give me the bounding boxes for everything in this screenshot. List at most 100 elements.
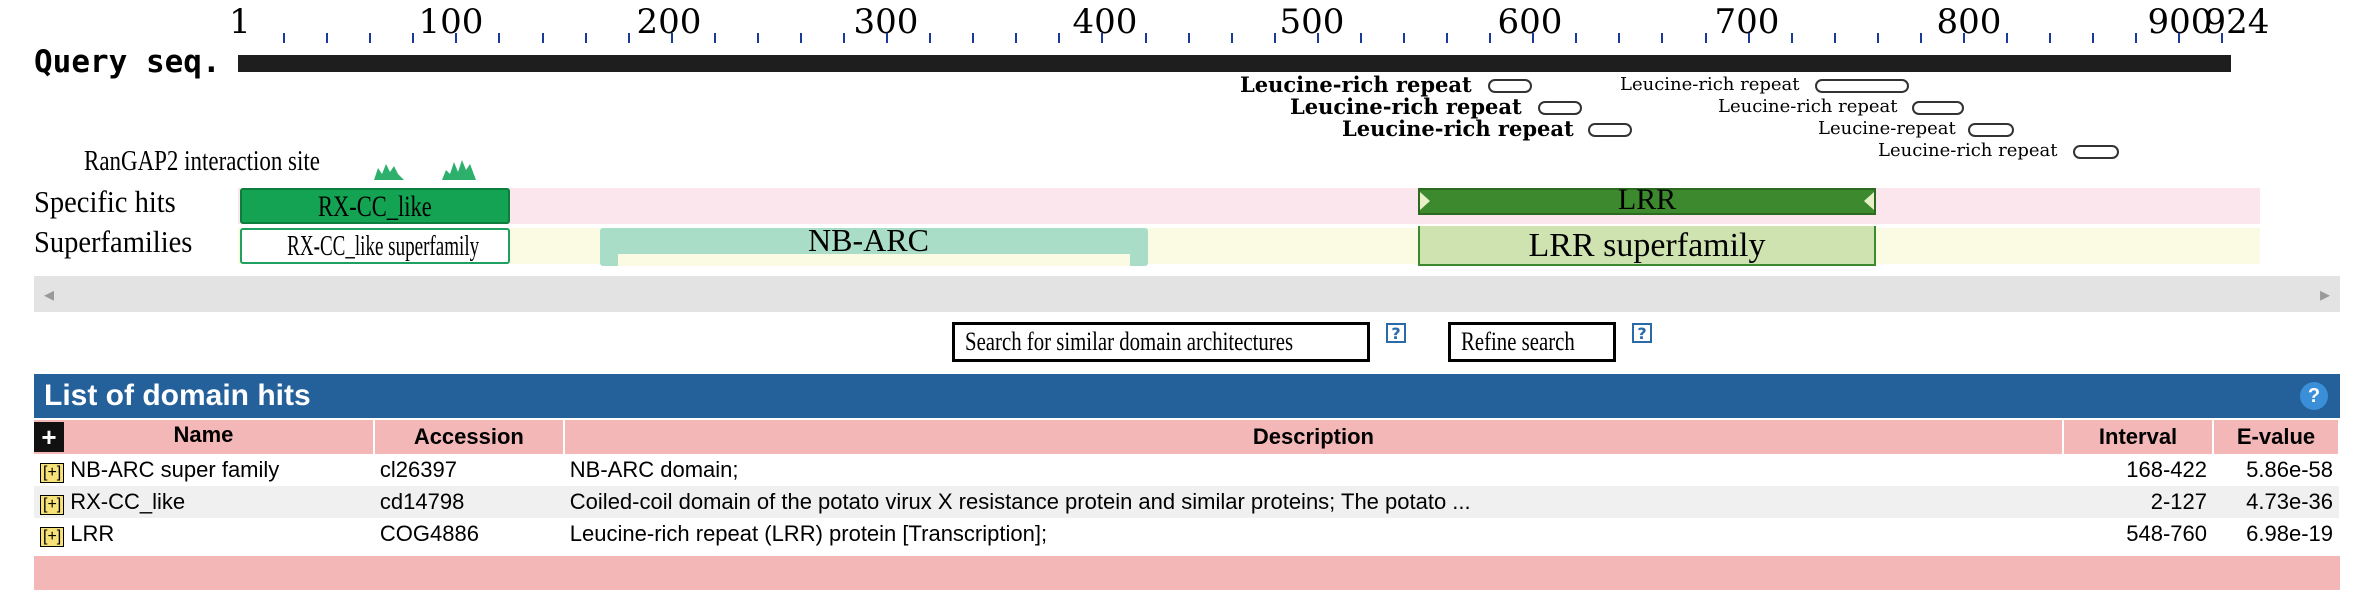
col-description[interactable]: Description — [563, 420, 2065, 454]
domain-hits-table: + Name Accession Description Interval E-… — [34, 420, 2340, 550]
hit-evalue: 6.98e-19 — [2246, 521, 2333, 546]
ruler-tick-mark — [1747, 33, 1750, 43]
expand-all-icon[interactable]: + — [34, 422, 64, 452]
ruler-tick-mark — [541, 33, 544, 43]
lrr-repeat-arrow-2[interactable] — [1538, 101, 1582, 115]
superfamilies-track — [238, 228, 2260, 264]
hit-accession-link[interactable]: cd14798 — [373, 486, 564, 518]
lrr-repeat-label-7: Leucine-rich repeat — [1878, 140, 2058, 161]
lrr-repeat-label-2: Leucine-rich repeat — [1290, 94, 1522, 119]
panel-title: List of domain hits — [44, 379, 311, 412]
table-row: [+]RX-CC_like cd14798 Coiled-coil domain… — [34, 486, 2339, 518]
table-footer — [34, 556, 2340, 590]
table-header-row: + Name Accession Description Interval E-… — [34, 420, 2340, 454]
rx-cc-like-domain[interactable]: RX-CC_like — [240, 188, 510, 224]
ruler-tick-mark — [412, 33, 415, 43]
lrr-repeat-label-5: Leucine-rich repeat — [1718, 96, 1898, 117]
hit-description: Leucine-rich repeat (LRR) protein [Trans… — [569, 521, 1048, 546]
ruler-tick-mark — [2049, 33, 2052, 43]
col-evalue[interactable]: E-value — [2213, 420, 2340, 454]
help-icon[interactable]: ? — [1632, 323, 1652, 343]
ruler-tick-mark — [1446, 33, 1449, 43]
lrr-domain[interactable]: LRR — [1418, 185, 1876, 215]
ruler-tick-mark — [799, 33, 802, 43]
ruler-tick-mark — [2092, 33, 2095, 43]
table-row: [+]NB-ARC super family cl26397 NB-ARC do… — [34, 454, 2339, 486]
ruler-tick-mark — [1402, 33, 1405, 43]
nb-arc-superfamily[interactable]: NB-ARC — [600, 222, 1148, 266]
ruler-tick-mark — [1230, 33, 1233, 43]
table-row: [+]LRR COG4886 Leucine-rich repeat (LRR)… — [34, 518, 2339, 550]
lrr-repeat-arrow-4[interactable] — [1815, 79, 1909, 93]
hit-accession-link[interactable]: COG4886 — [379, 521, 479, 546]
ruler-tick-mark — [584, 33, 587, 43]
lrr-repeat-arrow-5[interactable] — [1912, 101, 1964, 115]
ruler-tick-mark — [1273, 33, 1276, 43]
ruler-tick-mark — [843, 33, 846, 43]
ruler-tick-mark — [498, 33, 501, 43]
lrr-superfamily[interactable]: LRR superfamily — [1418, 226, 1876, 266]
ruler-tick-300: 300 — [853, 2, 919, 42]
refine-search-button[interactable]: Refine search — [1448, 322, 1616, 362]
lrr-repeat-label-4: Leucine-rich repeat — [1620, 74, 1800, 95]
ruler-tick-mark — [1015, 33, 1018, 43]
ruler-tick-700: 700 — [1714, 2, 1780, 42]
ruler-tick-mark — [1790, 33, 1793, 43]
hit-description: Coiled-coil domain of the potato virux X… — [563, 486, 2064, 518]
ruler-tick-mark — [886, 33, 889, 43]
lrr-domain-ends — [1420, 192, 1874, 210]
ruler-tick-mark — [1532, 33, 1535, 43]
ruler-tick-mark — [1101, 33, 1104, 43]
ruler-tick-mark — [2221, 33, 2224, 43]
ruler-tick-mark — [670, 33, 673, 43]
hit-interval: 548-760 — [2126, 521, 2207, 546]
ruler-tick-mark — [1919, 33, 1922, 43]
hit-accession-link[interactable]: cl26397 — [379, 457, 457, 482]
ruler-tick-mark — [1962, 33, 1965, 43]
ruler-tick-mark — [369, 33, 372, 43]
lrr-repeat-label-3: Leucine-rich repeat — [1342, 116, 1574, 141]
expand-row-icon[interactable]: [+] — [40, 463, 65, 483]
specific-hits-label: Specific hits — [34, 184, 176, 219]
ruler-tick-mark — [1704, 33, 1707, 43]
rangap2-site-marks[interactable] — [372, 152, 492, 182]
ruler-tick-mark — [326, 33, 329, 43]
ruler-tick-400: 400 — [1072, 2, 1138, 42]
hit-name: [+]LRR — [34, 518, 374, 550]
help-icon[interactable]: ? — [2300, 382, 2328, 410]
lrr-repeat-arrow-6[interactable] — [1968, 123, 2014, 137]
horizontal-scrollbar[interactable]: ◂ ▸ — [34, 276, 2340, 312]
expand-row-icon[interactable]: [+] — [40, 495, 65, 515]
specific-hits-track — [238, 188, 2260, 224]
lrr-repeat-arrow-7[interactable] — [2073, 145, 2119, 159]
ruler-tick-mark — [1876, 33, 1879, 43]
ruler-tick-mark — [1575, 33, 1578, 43]
ruler-tick-mark — [713, 33, 716, 43]
hit-name: [+]RX-CC_like — [34, 486, 374, 518]
rx-cc-like-superfamily[interactable]: RX-CC_like superfamily — [240, 228, 510, 264]
scroll-right-icon[interactable]: ▸ — [2319, 282, 2330, 306]
ruler-tick-mark — [455, 33, 458, 43]
scroll-left-icon[interactable]: ◂ — [44, 282, 55, 306]
hit-evalue: 4.73e-36 — [2213, 486, 2339, 518]
ruler-tick-924: 924 — [2204, 2, 2270, 42]
lrr-repeat-arrow-3[interactable] — [1588, 123, 1632, 137]
ruler-tick-mark — [1058, 33, 1061, 43]
query-sequence-bar[interactable] — [238, 55, 2231, 72]
col-interval[interactable]: Interval — [2063, 420, 2214, 454]
ruler-tick-mark — [2006, 33, 2009, 43]
ruler-tick-mark — [756, 33, 759, 43]
lrr-repeat-label-1: Leucine-rich repeat — [1240, 72, 1472, 97]
ruler-tick-500: 500 — [1279, 2, 1345, 42]
lrr-repeat-arrow-1[interactable] — [1488, 79, 1532, 93]
expand-row-icon[interactable]: [+] — [40, 527, 65, 547]
col-accession[interactable]: Accession — [373, 420, 565, 454]
hit-evalue: 5.86e-58 — [2246, 457, 2333, 482]
ruler-tick-1: 1 — [229, 2, 251, 42]
help-icon[interactable]: ? — [1386, 323, 1406, 343]
ruler-tick-mark — [1316, 33, 1319, 43]
domain-hits-header: List of domain hits ? — [34, 374, 2340, 418]
search-similar-architectures-button[interactable]: Search for similar domain architectures — [952, 322, 1370, 362]
hit-interval: 168-422 — [2126, 457, 2207, 482]
